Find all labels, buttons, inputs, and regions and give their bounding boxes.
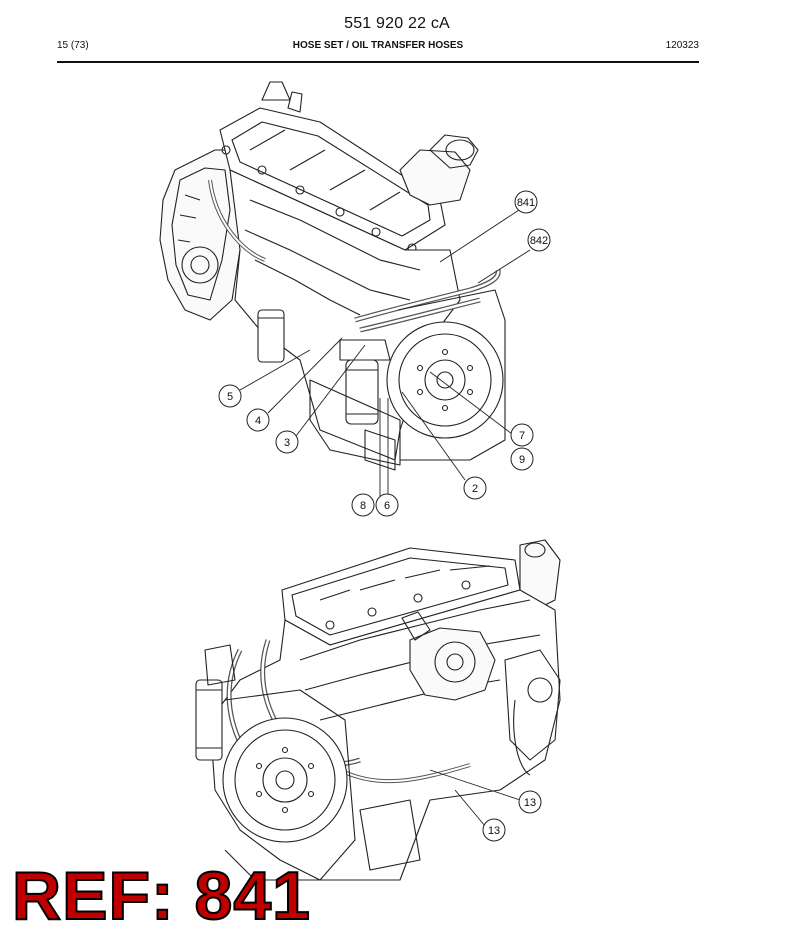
svg-text:4: 4 (255, 415, 261, 427)
engine-bottom-icon (195, 539, 561, 881)
revision-date: 120323 (665, 40, 699, 51)
callout-842[interactable]: 842 (527, 228, 551, 252)
callout-6[interactable]: 6 (375, 493, 399, 517)
svg-text:5: 5 (227, 391, 233, 403)
svg-text:7: 7 (519, 430, 525, 442)
svg-text:841: 841 (517, 197, 535, 209)
page-header: 15 (73) HOSE SET / OIL TRANSFER HOSES 12… (57, 40, 699, 56)
callout-3[interactable]: 3 (275, 430, 299, 454)
callout-4[interactable]: 4 (246, 408, 270, 432)
svg-text:2: 2 (472, 483, 478, 495)
svg-text:8: 8 (360, 500, 366, 512)
callout-13-lower[interactable]: 13 (482, 818, 506, 842)
callout-8[interactable]: 8 (351, 493, 375, 517)
leader-lines-bottom (429, 769, 521, 827)
page-number: 15 (73) (57, 40, 89, 51)
document-number: 551 920 22 cA (344, 15, 450, 32)
svg-text:13: 13 (488, 825, 500, 837)
svg-text:3: 3 (284, 437, 290, 449)
svg-text:6: 6 (384, 500, 390, 512)
svg-text:842: 842 (530, 235, 548, 247)
leader-lines-top (239, 209, 531, 496)
callout-13-upper[interactable]: 13 (518, 790, 542, 814)
callout-2[interactable]: 2 (463, 476, 487, 500)
header-divider (57, 61, 699, 63)
page-title: HOSE SET / OIL TRANSFER HOSES (292, 40, 464, 51)
svg-text:13: 13 (524, 797, 536, 809)
callout-5[interactable]: 5 (218, 384, 242, 408)
reference-label: REF: 841 (11, 858, 311, 934)
engine-top-icon (159, 81, 506, 471)
callout-841[interactable]: 841 (514, 190, 538, 214)
callout-9[interactable]: 9 (510, 447, 534, 471)
svg-text:9: 9 (519, 454, 525, 466)
callout-7[interactable]: 7 (510, 423, 534, 447)
